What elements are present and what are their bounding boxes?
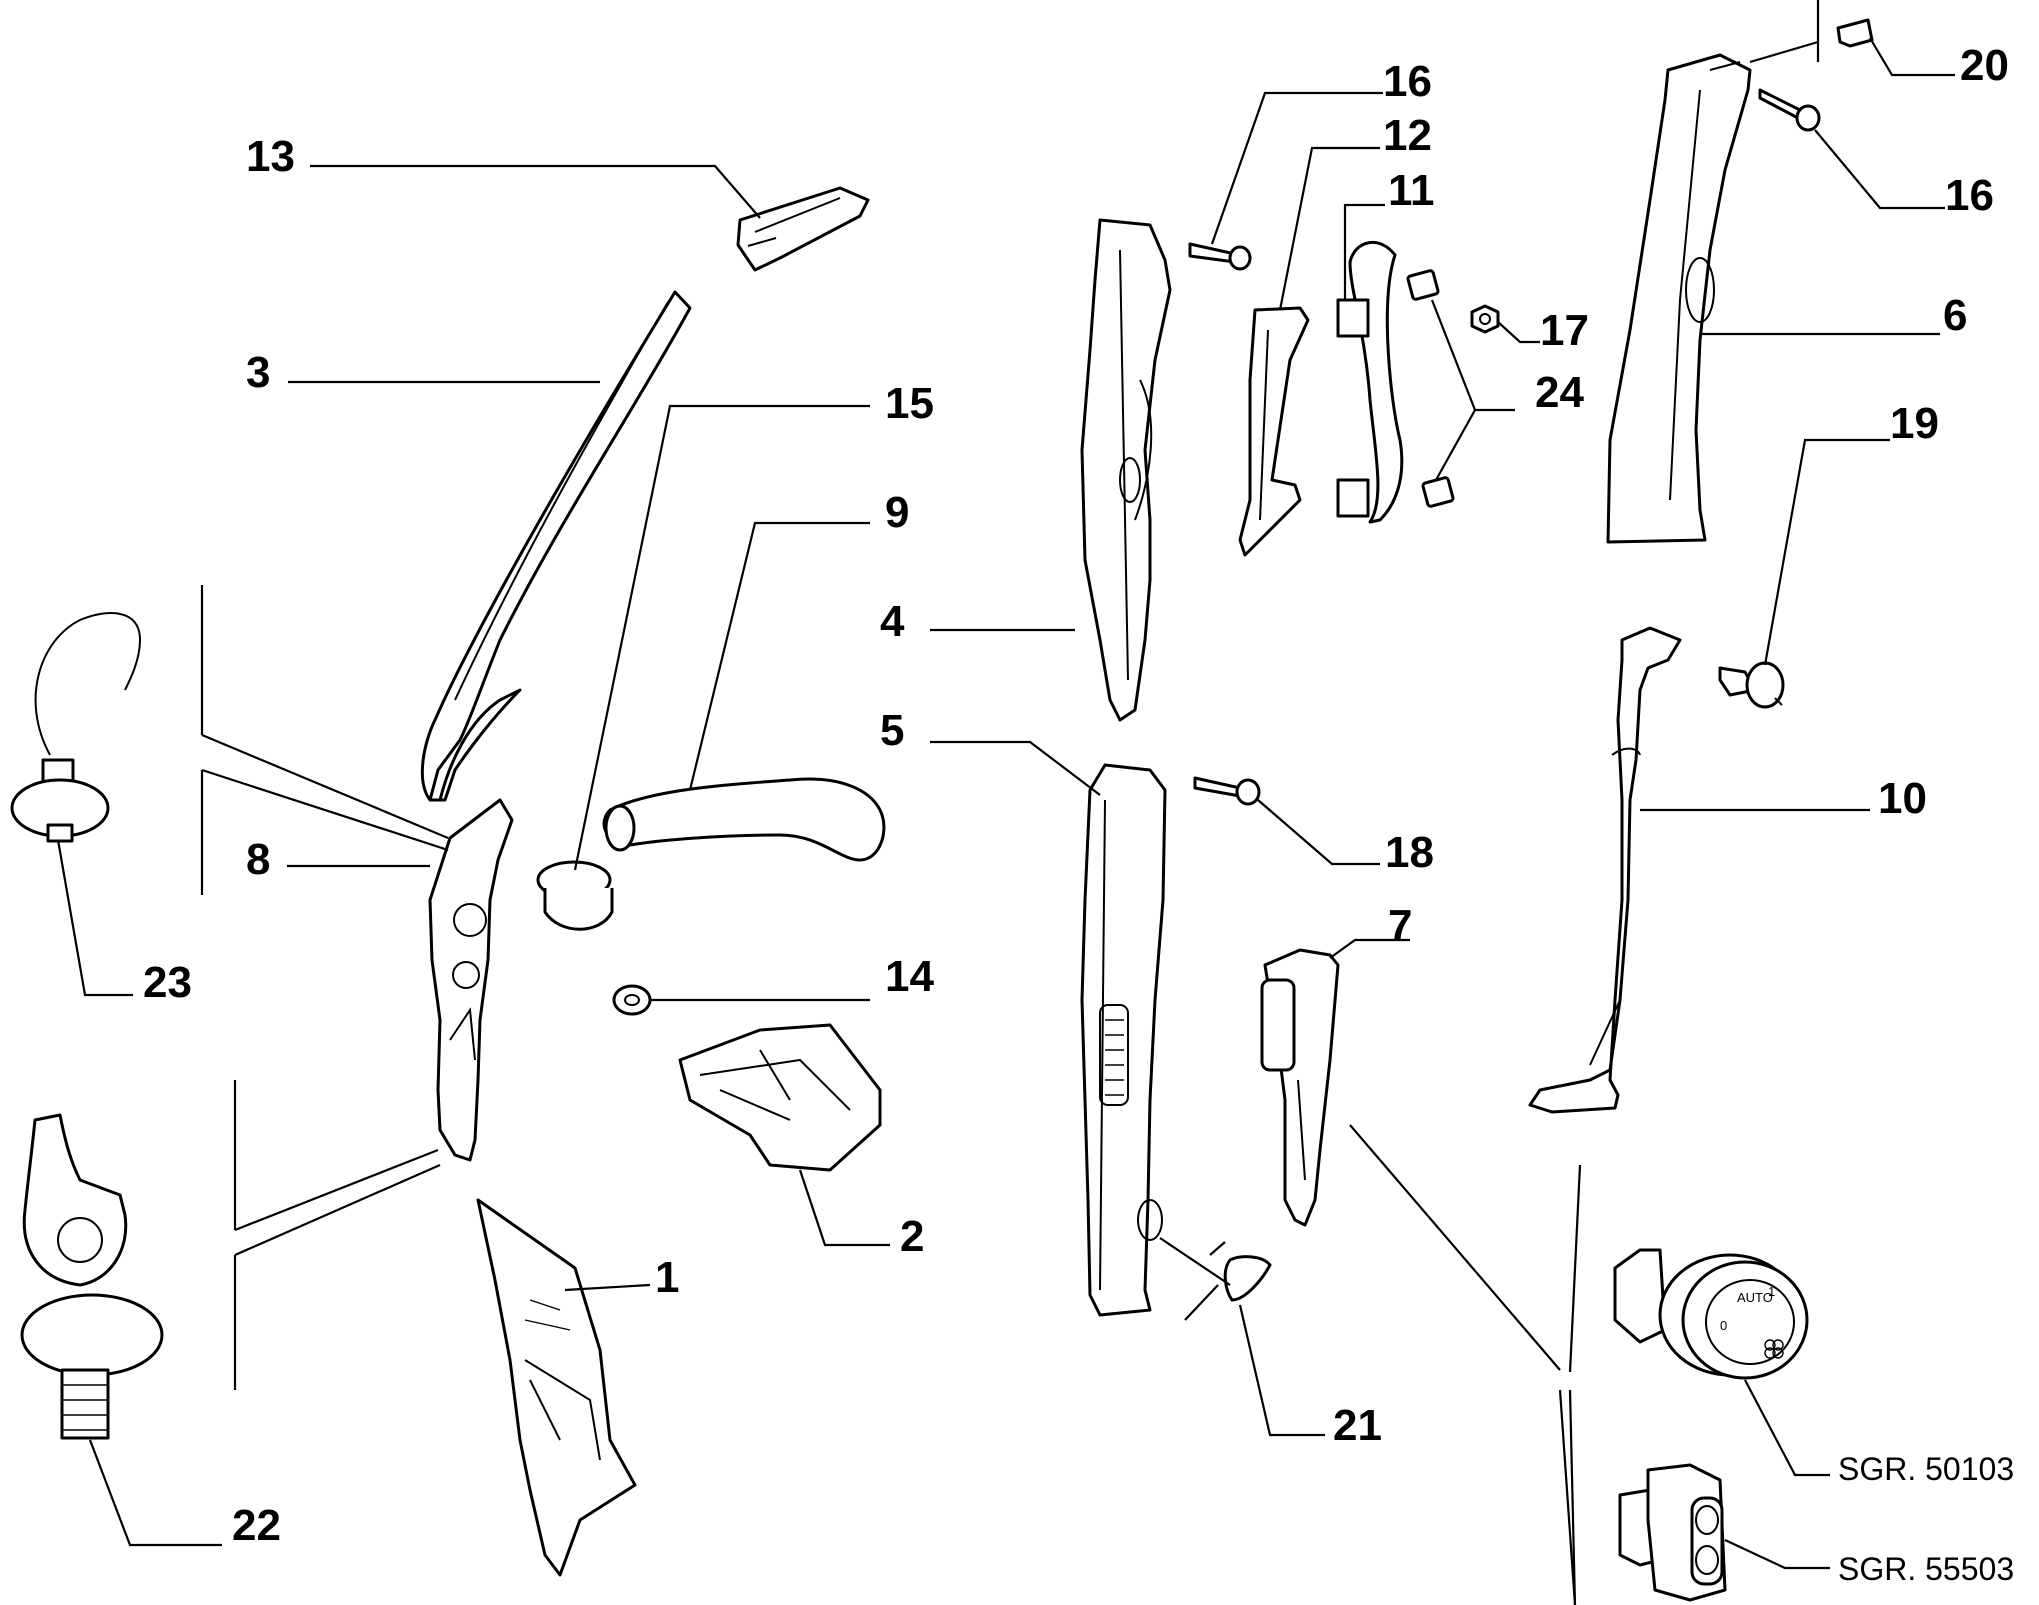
callout-6: 6 bbox=[1943, 291, 1967, 340]
leader-21-c bbox=[1184, 1284, 1219, 1321]
callout-23: 23 bbox=[143, 958, 192, 1007]
callout-1: 1 bbox=[655, 1253, 679, 1302]
callout-18: 18 bbox=[1385, 828, 1434, 877]
part-11-grab-handle bbox=[1336, 240, 1404, 524]
callout-19: 19 bbox=[1890, 399, 1939, 448]
leader-9 bbox=[688, 521, 870, 791]
leader-1 bbox=[564, 1283, 651, 1292]
switch-dial-1: 1 bbox=[1768, 1284, 1775, 1299]
callout-21: 21 bbox=[1333, 1401, 1382, 1450]
leader-11 bbox=[1343, 203, 1385, 300]
leader-20-a bbox=[1749, 40, 1819, 64]
callout-10: 10 bbox=[1878, 774, 1927, 823]
group-line-23-d bbox=[201, 768, 449, 852]
part-20-clip bbox=[1836, 18, 1874, 48]
leader-22 bbox=[88, 1439, 222, 1547]
leader-15 bbox=[573, 404, 870, 871]
callout-20: 20 bbox=[1960, 41, 2009, 90]
part-16-screw-left bbox=[1188, 242, 1252, 271]
part-15-clip bbox=[536, 860, 614, 931]
switch-dial-auto: AUTO bbox=[1737, 1290, 1773, 1305]
group-line-22-d bbox=[234, 1163, 441, 1257]
leader-5 bbox=[930, 740, 1101, 796]
part-8-pillar-trim bbox=[428, 798, 514, 1162]
part-10-belt-guide bbox=[1528, 626, 1682, 1114]
leader-13 bbox=[310, 164, 761, 219]
part-17-nut bbox=[1470, 304, 1500, 334]
part-7-switch-panel bbox=[1260, 948, 1340, 1227]
callout-11: 11 bbox=[1388, 166, 1435, 215]
callout-3: 3 bbox=[246, 348, 270, 397]
sgr-50103-label: SGR. 50103 bbox=[1838, 1451, 2014, 1487]
callout-16b: 16 bbox=[1945, 171, 1994, 220]
part-22-hook-clip bbox=[20, 1113, 164, 1440]
part-2-housing bbox=[678, 1023, 882, 1172]
part-1-lower-panel bbox=[476, 1198, 637, 1577]
part-6-pillar-right bbox=[1606, 53, 1752, 544]
leader-12 bbox=[1278, 146, 1380, 311]
part-24-spacers bbox=[1406, 269, 1455, 508]
part-9-duct bbox=[602, 777, 886, 862]
leader-19 bbox=[1763, 438, 1890, 666]
leader-20 bbox=[1869, 37, 1955, 77]
callout-24: 24 bbox=[1535, 368, 1584, 417]
callout-8: 8 bbox=[246, 835, 270, 884]
leader-16b bbox=[1814, 129, 1945, 210]
part-13-bracket bbox=[736, 186, 870, 272]
leader-21-a bbox=[1159, 1237, 1231, 1286]
group-line-22-b bbox=[234, 1148, 439, 1232]
leader-2 bbox=[798, 1169, 890, 1247]
inset-divider-a bbox=[1568, 1164, 1582, 1373]
leader-21-b bbox=[1209, 1241, 1226, 1256]
callout-5: 5 bbox=[880, 706, 904, 755]
switch-dial-0: 0 bbox=[1720, 1318, 1727, 1333]
leader-7 bbox=[1329, 938, 1410, 959]
inset-rotary-switch: 0 AUTO 1 bbox=[1613, 1248, 1809, 1380]
part-18-screw bbox=[1193, 776, 1261, 806]
leader-17 bbox=[1497, 321, 1540, 344]
leader-sgr-55503 bbox=[1724, 1539, 1830, 1570]
callout-9: 9 bbox=[885, 488, 909, 537]
callout-7: 7 bbox=[1388, 901, 1412, 950]
part-16-screw-right bbox=[1758, 88, 1821, 132]
group-line-23-b bbox=[201, 733, 449, 840]
callout-17: 17 bbox=[1540, 306, 1589, 355]
leader-16a bbox=[1210, 91, 1383, 245]
inset-rocker-button bbox=[1618, 1463, 1727, 1602]
leader-23 bbox=[56, 839, 133, 997]
leader-21 bbox=[1238, 1304, 1325, 1437]
part-19-rivet bbox=[1718, 661, 1785, 709]
leader-sgr-50103 bbox=[1744, 1379, 1830, 1477]
part-21-cap bbox=[1223, 1255, 1272, 1302]
sgr-55503-label: SGR. 55503 bbox=[1838, 1551, 2014, 1587]
part-14-nut bbox=[612, 984, 652, 1016]
part-3-pillar-strip bbox=[420, 290, 692, 802]
inset-divider-b bbox=[1568, 1389, 1577, 1605]
leader-18 bbox=[1257, 799, 1380, 866]
leader-24b bbox=[1435, 409, 1476, 481]
callout-22: 22 bbox=[232, 1501, 281, 1550]
callout-4: 4 bbox=[880, 597, 905, 646]
part-4-pillar-upper bbox=[1080, 218, 1172, 722]
callout-12: 12 bbox=[1383, 111, 1432, 160]
part-5-pillar-lower bbox=[1080, 763, 1167, 1317]
callout-13: 13 bbox=[246, 132, 295, 181]
callout-2: 2 bbox=[900, 1212, 924, 1261]
inset-divider-c bbox=[1558, 1389, 1577, 1605]
inset-divider-top bbox=[1349, 1124, 1561, 1371]
callout-14: 14 bbox=[885, 952, 934, 1001]
callout-15: 15 bbox=[885, 379, 934, 428]
callout-16a: 16 bbox=[1383, 57, 1432, 106]
part-23-strap-clip bbox=[10, 612, 142, 843]
part-12-handle-base bbox=[1238, 306, 1310, 557]
